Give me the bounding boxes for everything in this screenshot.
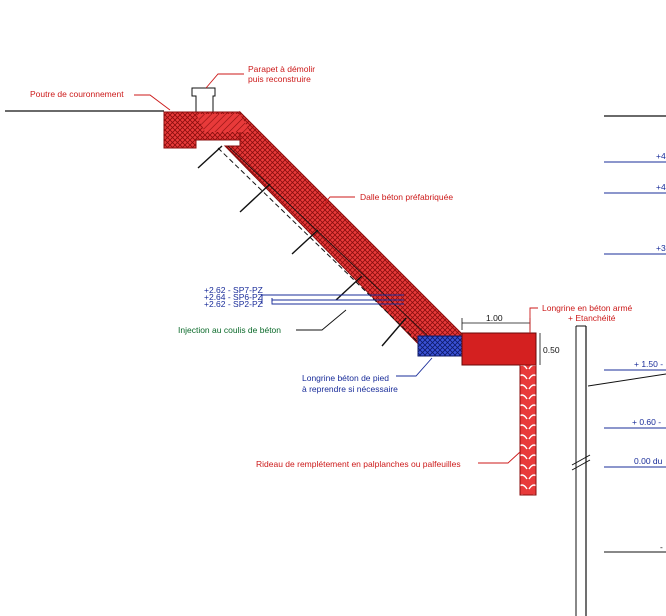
label-sp7: +2.62 - SP7-PZ — [204, 285, 263, 295]
level-label: - — [660, 542, 663, 552]
label-poutre: Poutre de couronnement — [30, 89, 124, 99]
crown-inner-hatch — [196, 114, 250, 132]
label-parapet-1: Parapet à démolir — [248, 64, 315, 74]
label-dalle: Dalle béton préfabriquée — [360, 192, 453, 202]
label-sp2: +2.62 - SP2-PZ — [204, 299, 263, 309]
level-label: +3 — [656, 243, 666, 253]
slope-inner-line — [227, 145, 433, 341]
label-dim-100: 1.00 — [486, 313, 503, 323]
label-dim-050: 0.50 — [543, 345, 560, 355]
parapet — [191, 87, 216, 113]
label-longrine-pied-1: Longrine béton de pied — [302, 373, 389, 383]
level-label: + 0.60 - — [632, 417, 661, 427]
sheet-pile-curtain — [519, 364, 537, 496]
right-slope-line — [587, 373, 666, 387]
wall-break — [571, 454, 591, 466]
label-rideau: Rideau de remplétement en palplanches ou… — [256, 459, 461, 469]
level-label: + 1.50 - — [634, 359, 663, 369]
level-label: +4 — [656, 151, 666, 161]
precast-slab — [223, 110, 463, 357]
label-sp6: +2.64 - SP6-PZ — [204, 292, 263, 302]
label-parapet-2: puis reconstruire — [248, 74, 311, 84]
level-label: 0.00 du — [634, 456, 663, 466]
anchors — [197, 145, 407, 347]
leader-lines — [134, 73, 538, 464]
toe-beam — [417, 335, 463, 357]
grout-dashed-line — [217, 147, 423, 347]
label-longrine-arme-2: + Etanchéité — [568, 313, 616, 323]
label-injection: Injection au coulis de béton — [178, 325, 281, 335]
reinforced-beam — [461, 332, 537, 366]
level-label: +4 — [656, 182, 666, 192]
label-longrine-arme-1: Longrine en béton armé — [542, 303, 633, 313]
label-longrine-pied-2: à reprendre si nécessaire — [302, 384, 398, 394]
